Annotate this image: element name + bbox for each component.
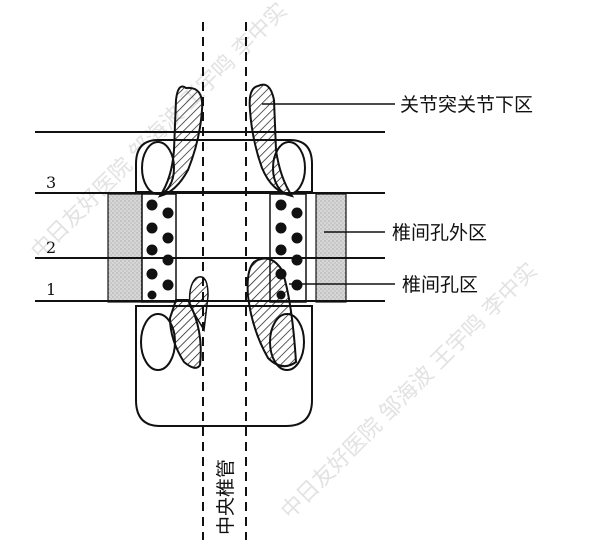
label-extraforaminal: 椎间孔外区 [392,222,487,244]
level-number-2: 2 [46,238,56,257]
level-number-3: 3 [46,173,56,192]
label-facet-infra: 关节突关节下区 [400,94,533,116]
extraforaminal-zone-left [107,193,143,303]
level-number-1: 1 [46,280,56,299]
right-lower-facet [246,257,298,368]
left-mid-facet [188,276,209,333]
label-foraminal: 椎间孔区 [402,274,478,296]
left-lower-facet [168,299,202,369]
label-central-canal: 中央椎管 [215,459,237,535]
left-upper-facet [157,85,204,198]
extraforaminal-zone-right [315,193,347,303]
right-upper-facet [248,83,295,198]
left-pedicle-column [141,193,177,303]
